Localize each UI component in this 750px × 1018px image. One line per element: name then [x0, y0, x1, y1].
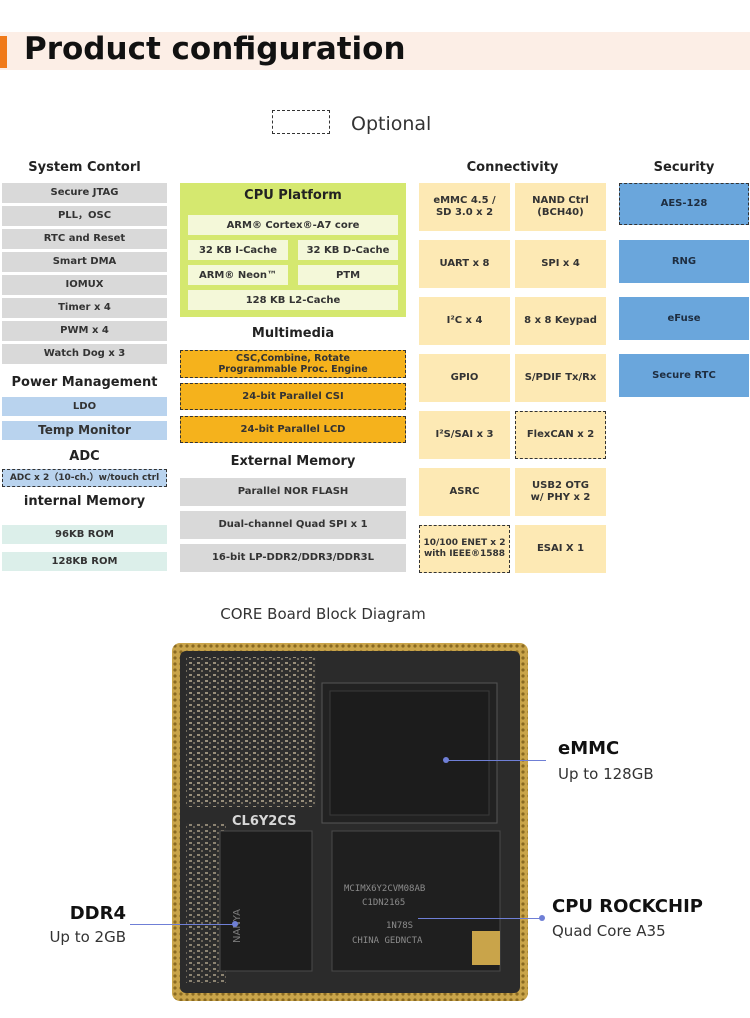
connectivity-item: 8 x 8 Keypad	[515, 297, 606, 345]
system-control-item: Secure JTAG	[2, 183, 167, 203]
connectivity-item: I²C x 4	[419, 297, 510, 345]
power-management-item: Temp Monitor	[2, 421, 167, 440]
optional-legend-swatch	[272, 110, 330, 134]
internal-memory-title: internal Memory	[23, 494, 146, 509]
ddr-callout-line	[130, 924, 235, 925]
core-board-image: CL6Y2CS MCIMX6Y2CVM08AB C1DN2165 1N78S C…	[172, 643, 528, 1001]
optional-legend-label: Optional	[351, 113, 432, 135]
security-item: Secure RTC	[619, 354, 749, 397]
system-control-title: System Contorl	[28, 160, 141, 175]
adc-item: ADC x 2（10-ch.）w/touch ctrl	[2, 469, 167, 487]
cpu-neon-cell: ARM® Neon™	[188, 265, 288, 285]
page-title: Product configuration	[24, 31, 406, 67]
diagram-caption: CORE Board Block Diagram	[220, 605, 426, 623]
core-board-svg: CL6Y2CS MCIMX6Y2CVM08AB C1DN2165 1N78S C…	[172, 643, 528, 1001]
cpu-callout-line	[418, 918, 542, 919]
connectivity-item: GPIO	[419, 354, 510, 402]
connectivity-item: eMMC 4.5 / SD 3.0 x 2	[419, 183, 510, 231]
connectivity-item: USB2 OTG w/ PHY x 2	[515, 468, 606, 516]
external-memory-item: 16-bit LP-DDR2/DDR3/DDR3L	[180, 544, 406, 572]
connectivity-item: ESAI X 1	[515, 525, 606, 573]
emmc-callout-title: eMMC	[558, 738, 620, 759]
power-management-item: LDO	[2, 397, 167, 416]
internal-memory-item: 96KB ROM	[2, 525, 167, 544]
multimedia-item: 24-bit Parallel LCD	[180, 416, 406, 443]
cpu-platform-title: CPU Platform	[244, 188, 342, 203]
ddr-callout-sub: Up to 2GB	[49, 928, 126, 946]
external-memory-item: Dual-channel Quad SPI x 1	[180, 511, 406, 539]
connectivity-item: UART x 8	[419, 240, 510, 288]
power-management-title: Power Management	[11, 375, 158, 390]
system-control-item: PLL，OSC	[2, 206, 167, 226]
emmc-callout-dot	[443, 757, 449, 763]
header-accent	[0, 36, 7, 68]
security-item: AES-128	[619, 183, 749, 225]
cpu-marking-4: CHINA GEDNCTA	[352, 936, 423, 946]
header-bar	[0, 32, 750, 70]
connectivity-title: Connectivity	[466, 160, 559, 175]
security-item: eFuse	[619, 297, 749, 340]
cpu-marking-3: 1N78S	[386, 921, 413, 931]
ram-marking: NANYA	[232, 909, 243, 943]
connectivity-item: SPI x 4	[515, 240, 606, 288]
connectivity-item: 10/100 ENET x 2 with IEEE®1588	[419, 525, 510, 573]
external-memory-title: External Memory	[230, 454, 356, 469]
cpu-marking-1: MCIMX6Y2CVM08AB	[344, 884, 425, 894]
system-control-item: PWM x 4	[2, 321, 167, 341]
system-control-item: Smart DMA	[2, 252, 167, 272]
cpu-marking-2: C1DN2165	[362, 898, 405, 908]
emmc-callout-line	[446, 760, 546, 761]
connectivity-item: FlexCAN x 2	[515, 411, 606, 459]
chip-label: CL6Y2CS	[232, 814, 296, 829]
adc-title: ADC	[69, 449, 100, 464]
connectivity-item: NAND Ctrl (BCH40)	[515, 183, 606, 231]
cpu-callout-title: CPU ROCKCHIP	[552, 896, 703, 917]
security-item: RNG	[619, 240, 749, 283]
security-title: Security	[653, 160, 715, 175]
internal-memory-item: 128KB ROM	[2, 552, 167, 571]
cpu-ptm-cell: PTM	[298, 265, 398, 285]
multimedia-title: Multimedia	[251, 326, 335, 341]
cpu-callout-sub: Quad Core A35	[552, 922, 666, 940]
ddr-callout-title: DDR4	[69, 903, 126, 924]
cpu-l2-cell: 128 KB L2-Cache	[188, 290, 398, 310]
cpu-icache-cell: 32 KB I-Cache	[188, 240, 288, 260]
connectivity-item: I²S/SAI x 3	[419, 411, 510, 459]
system-control-item: RTC and Reset	[2, 229, 167, 249]
system-control-item: Timer x 4	[2, 298, 167, 318]
multimedia-item: 24-bit Parallel CSI	[180, 383, 406, 410]
cpu-core-cell: ARM® Cortex®-A7 core	[188, 215, 398, 235]
ddr-callout-dot	[232, 921, 238, 927]
multimedia-item: CSC,Combine, Rotate Programmable Proc. E…	[180, 350, 406, 378]
cpu-dcache-cell: 32 KB D-Cache	[298, 240, 398, 260]
cpu-callout-dot	[539, 915, 545, 921]
emmc-callout-sub: Up to 128GB	[558, 765, 654, 783]
connectivity-item: ASRC	[419, 468, 510, 516]
system-control-item: Watch Dog x 3	[2, 344, 167, 364]
external-memory-item: Parallel NOR FLASH	[180, 478, 406, 506]
system-control-item: IOMUX	[2, 275, 167, 295]
connectivity-item: S/PDIF Tx/Rx	[515, 354, 606, 402]
